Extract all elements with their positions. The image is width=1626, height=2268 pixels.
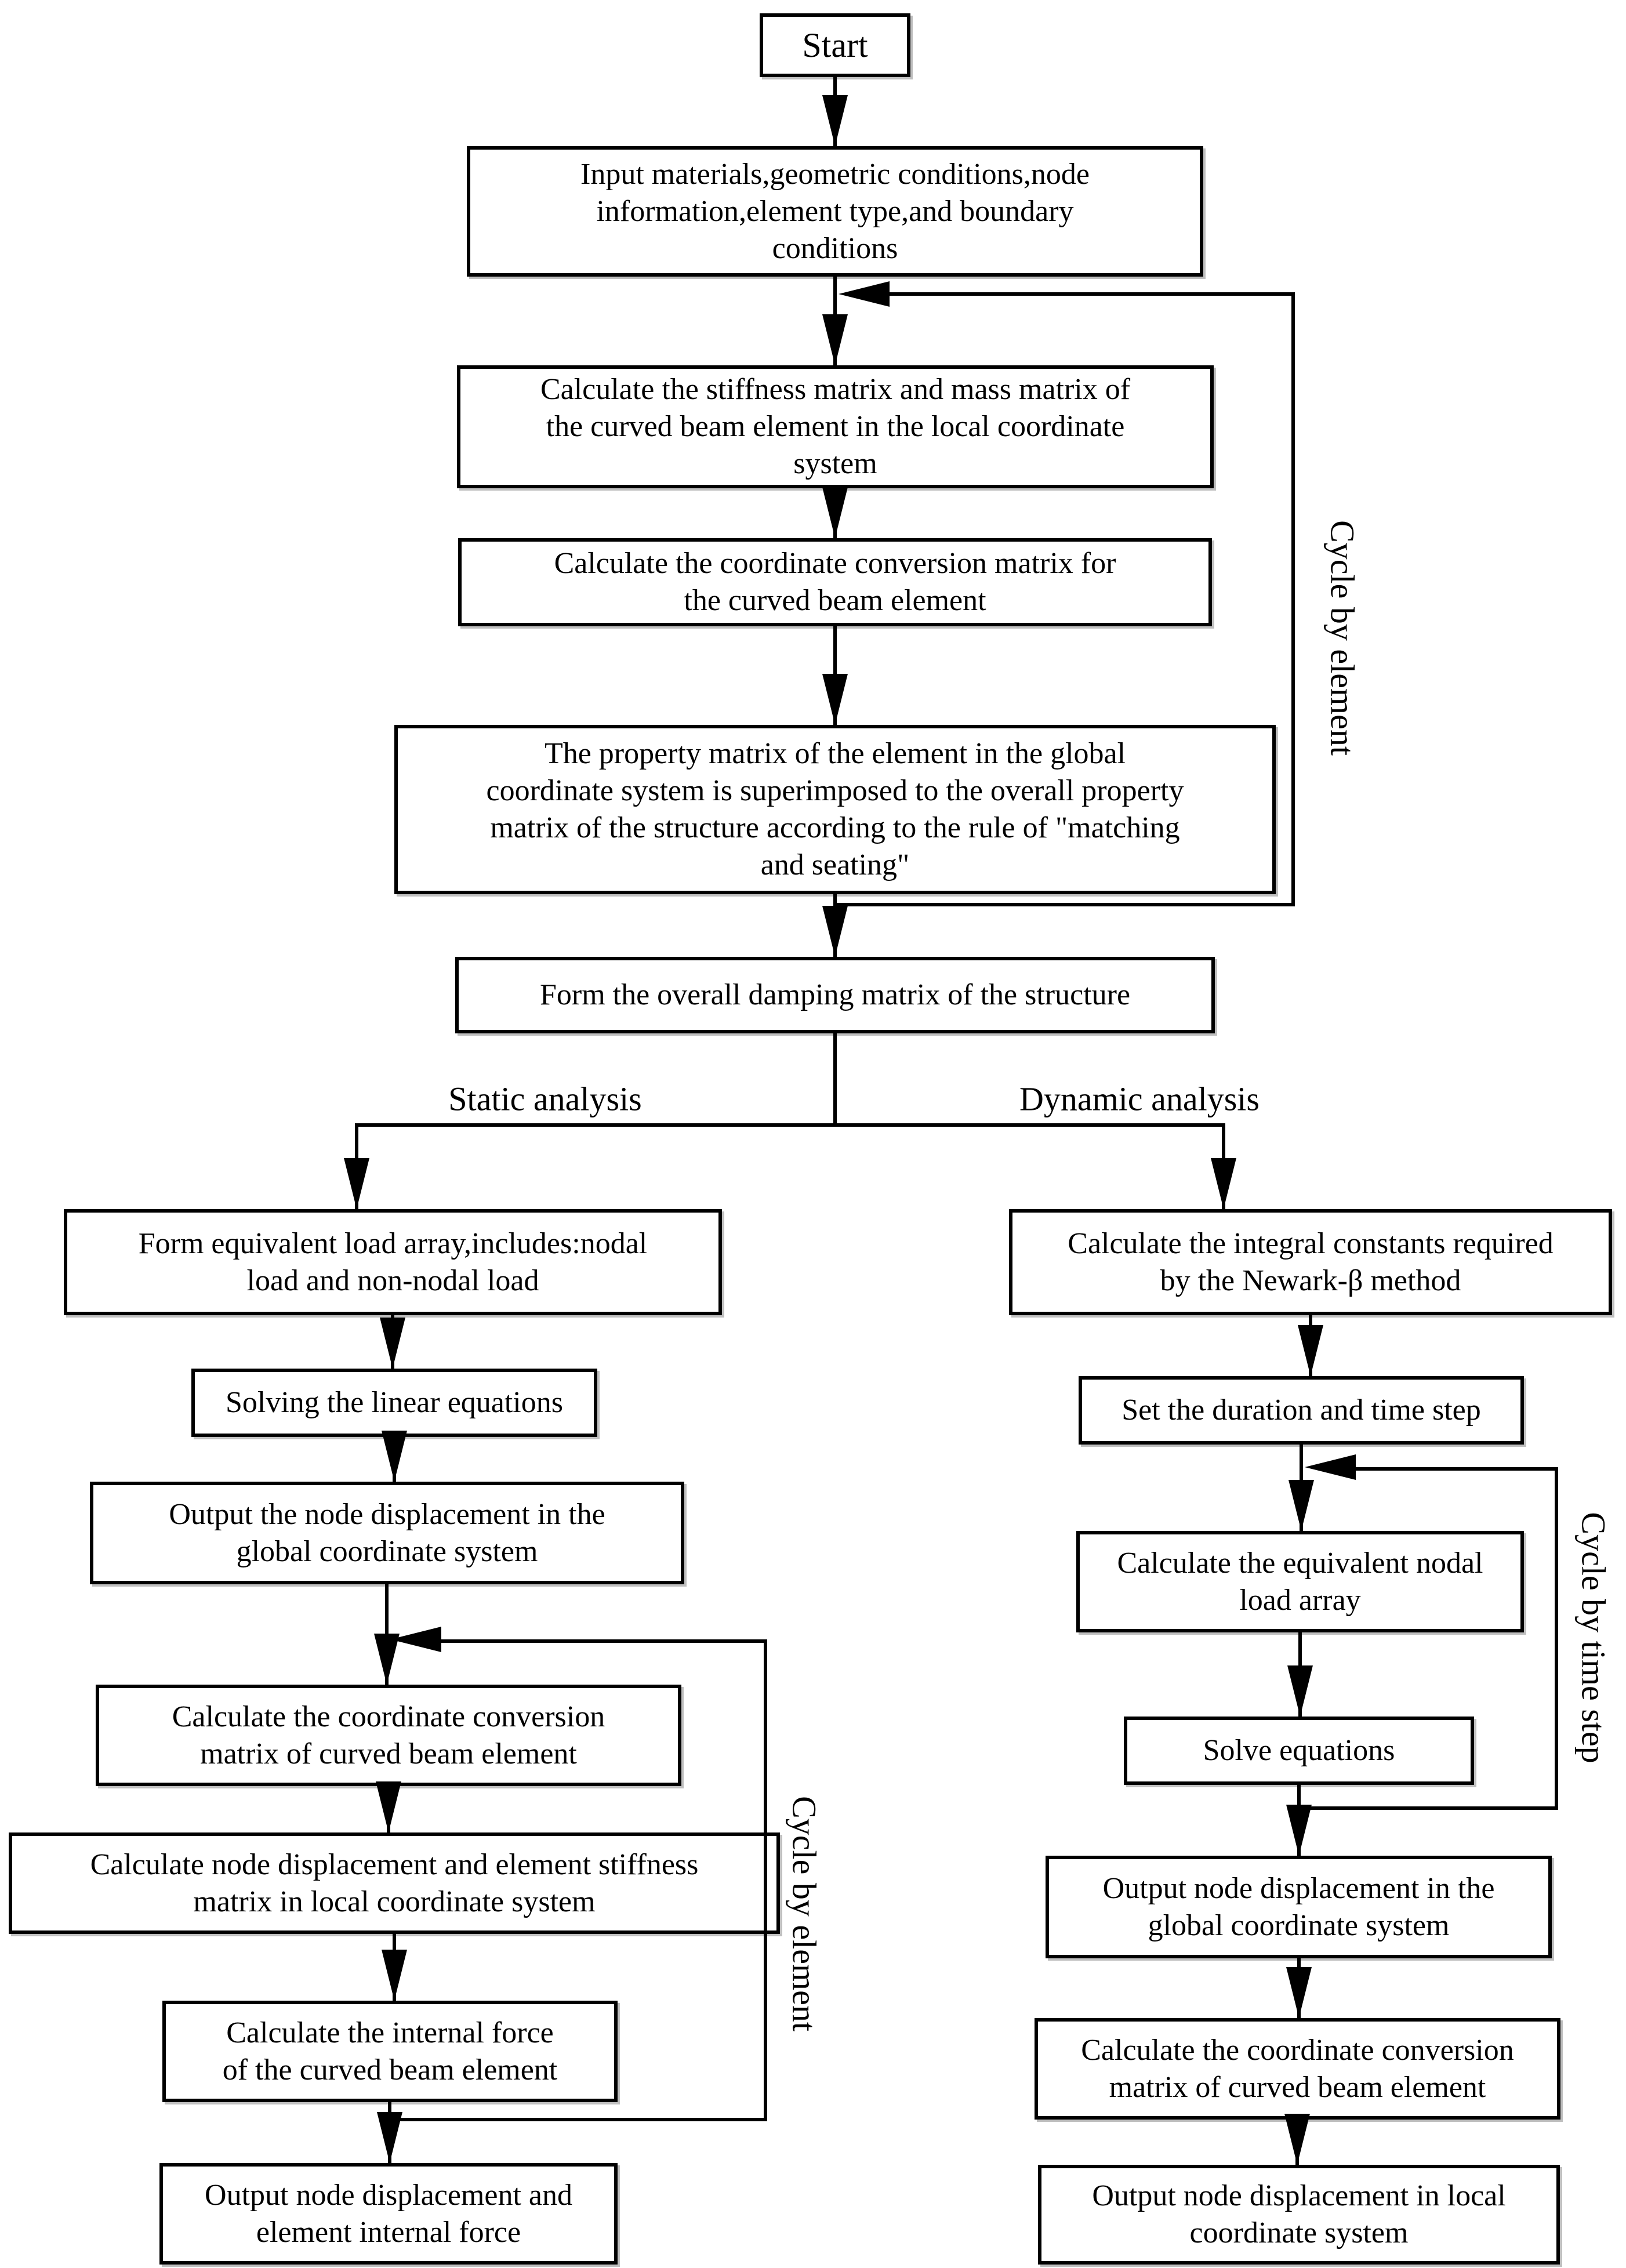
arrowhead-into-output-global-static	[382, 1431, 407, 1482]
arrowhead-into-disp-stiffness	[376, 1781, 401, 1832]
branch-label-static: Static analysis	[448, 1080, 642, 1118]
node-coord-conversion-dynamic-line: matrix of curved beam element	[1109, 2070, 1486, 2104]
arrowhead-into-nodal-load	[1289, 1480, 1314, 1531]
node-coord-conversion-static-line: Calculate the coordinate conversion	[172, 1700, 605, 1733]
node-load-array-line: Form equivalent load array,includes:noda…	[138, 1226, 648, 1260]
arrowhead-into-damping	[822, 906, 848, 957]
loop-element-left-bottom-line	[388, 2118, 767, 2121]
node-damping-matrix: Form the overall damping matrix of the s…	[455, 957, 1215, 1033]
node-input-line: conditions	[772, 231, 898, 265]
loop-element-top-bottom-line	[833, 903, 1295, 906]
loop-label-cycle-by-element-left: Cycle by element	[785, 1796, 823, 2031]
loop-element-left-return-line	[418, 1639, 767, 1643]
node-stiffness-mass-matrix: Calculate the stiffness matrix and mass …	[457, 365, 1214, 488]
node-solve-linear: Solving the linear equations	[191, 1369, 597, 1437]
loop-element-top-vertical-line	[1291, 292, 1295, 906]
branch-horizontal-line	[355, 1123, 1225, 1127]
arrowhead-into-stiffness	[822, 314, 848, 365]
connector-damping-to-branch	[833, 1033, 837, 1125]
node-property-line: The property matrix of the element in th…	[544, 737, 1126, 770]
node-output-global-dynamic-line: global coordinate system	[1148, 1908, 1450, 1942]
arrowhead-into-integral-constants	[1211, 1158, 1236, 1209]
node-stiffness-line: system	[793, 447, 877, 480]
loop-element-left-vertical-line	[764, 1639, 767, 2120]
node-node-disp-stiffness-line: matrix in local coordinate system	[193, 1885, 596, 1918]
node-duration-line: Set the duration and time step	[1121, 1394, 1481, 1427]
loop-time-step-vertical-line	[1555, 1467, 1558, 1810]
loop-element-top-return-line	[870, 292, 1295, 296]
node-property-line: coordinate system is superimposed to the…	[486, 774, 1184, 807]
node-coord-conversion-top-line: the curved beam element	[684, 584, 986, 617]
node-stiffness-line: the curved beam element in the local coo…	[546, 410, 1125, 443]
loop-label-cycle-by-time-step: Cycle by time step	[1574, 1512, 1613, 1763]
node-output-final-static: Output node displacement and element int…	[159, 2163, 618, 2265]
node-output-global-dynamic-line: Output node displacement in the	[1102, 1871, 1495, 1905]
loop-label-cycle-by-element-top: Cycle by element	[1323, 520, 1362, 756]
branch-label-dynamic: Dynamic analysis	[1019, 1080, 1260, 1118]
node-output-final-static-line: Output node displacement and	[205, 2178, 572, 2212]
node-output-global-static: Output the node displacement in the glob…	[90, 1482, 684, 1584]
node-input-line: Input materials,geometric conditions,nod…	[580, 157, 1090, 191]
node-output-global-static-line: Output the node displacement in the	[169, 1497, 605, 1531]
node-property-matrix: The property matrix of the element in th…	[394, 725, 1276, 894]
node-duration-time-step: Set the duration and time step	[1079, 1376, 1524, 1445]
node-solve-equations-line: Solve equations	[1203, 1734, 1395, 1767]
node-node-disp-stiffness-line: Calculate node displacement and element …	[90, 1848, 699, 1881]
node-equivalent-nodal-load: Calculate the equivalent nodal load arra…	[1076, 1531, 1524, 1632]
node-internal-force: Calculate the internal force of the curv…	[162, 2001, 618, 2102]
arrowhead-into-input	[822, 95, 848, 146]
node-integral-constants-line: Calculate the integral constants require…	[1068, 1226, 1554, 1260]
node-coord-conversion-dynamic-line: Calculate the coordinate conversion	[1081, 2033, 1514, 2067]
node-equivalent-nodal-load-line: load array	[1239, 1583, 1361, 1617]
node-node-disp-stiffness: Calculate node displacement and element …	[9, 1832, 780, 1934]
node-output-local-dynamic-line: coordinate system	[1189, 2216, 1409, 2249]
node-input-line: information,element type,and boundary	[596, 194, 1074, 228]
node-input-conditions: Input materials,geometric conditions,nod…	[467, 146, 1203, 277]
node-start-text: Start	[802, 26, 868, 64]
node-output-local-dynamic-line: Output node displacement in local	[1092, 2179, 1506, 2212]
node-stiffness-line: Calculate the stiffness matrix and mass …	[540, 373, 1131, 406]
node-integral-constants: Calculate the integral constants require…	[1009, 1209, 1612, 1315]
node-coord-conversion-top: Calculate the coordinate conversion matr…	[458, 538, 1212, 626]
loop-time-step-return-line	[1334, 1467, 1558, 1471]
node-coord-conversion-static-line: matrix of curved beam element	[200, 1737, 577, 1770]
arrowhead-into-output-global-dynamic	[1286, 1805, 1312, 1856]
node-coord-conversion-top-line: Calculate the coordinate conversion matr…	[554, 547, 1116, 580]
node-damping-line: Form the overall damping matrix of the s…	[539, 978, 1131, 1011]
arrowhead-into-solving	[380, 1318, 405, 1369]
node-output-global-static-line: global coordinate system	[236, 1534, 538, 1568]
node-property-line: matrix of the structure according to the…	[490, 811, 1180, 844]
arrowhead-into-output-final	[377, 2112, 402, 2163]
node-solve-equations: Solve equations	[1124, 1717, 1474, 1785]
arrowhead-into-conversion-top	[822, 487, 848, 538]
node-equivalent-nodal-load-line: Calculate the equivalent nodal	[1117, 1546, 1483, 1580]
arrowhead-into-conversion-dynamic	[1286, 1967, 1312, 2018]
arrowhead-into-solve-equations	[1287, 1665, 1313, 1717]
node-output-global-dynamic: Output node displacement in the global c…	[1046, 1856, 1552, 1958]
node-internal-force-line: of the curved beam element	[222, 2053, 558, 2086]
arrowhead-into-internal-force	[382, 1950, 407, 2001]
node-coord-conversion-dynamic: Calculate the coordinate conversion matr…	[1035, 2018, 1560, 2120]
node-integral-constants-line: by the Newark-β method	[1160, 1264, 1461, 1297]
node-property-line: and seating"	[760, 848, 910, 881]
node-output-final-static-line: element internal force	[256, 2215, 521, 2249]
node-start: Start	[760, 13, 910, 77]
node-internal-force-line: Calculate the internal force	[226, 2016, 554, 2049]
node-load-array-line: load and non-nodal load	[246, 1264, 539, 1297]
node-solve-linear-line: Solving the linear equations	[225, 1386, 563, 1419]
arrowhead-into-output-local	[1284, 2114, 1310, 2165]
arrowhead-into-load-array	[344, 1158, 369, 1209]
arrowhead-into-property	[822, 674, 848, 725]
arrowhead-into-duration	[1298, 1325, 1323, 1376]
node-load-array: Form equivalent load array,includes:noda…	[64, 1209, 722, 1315]
loop-time-step-bottom-line	[1297, 1806, 1558, 1810]
node-coord-conversion-static: Calculate the coordinate conversion matr…	[96, 1685, 681, 1786]
node-output-local-dynamic: Output node displacement in local coordi…	[1038, 2165, 1560, 2265]
